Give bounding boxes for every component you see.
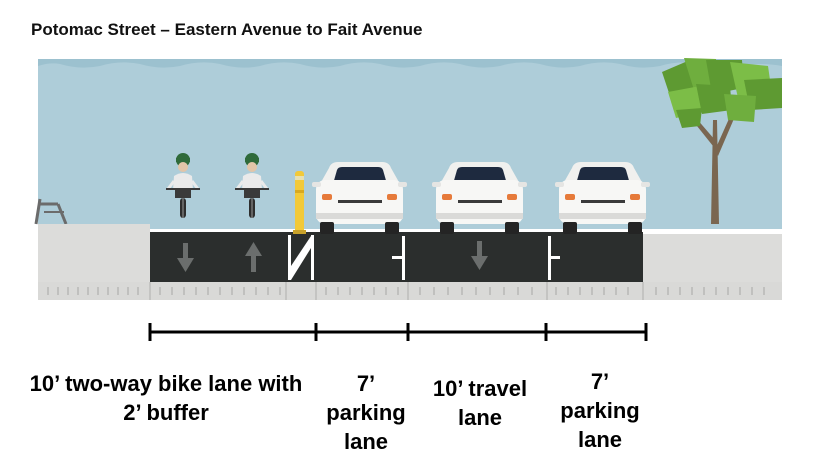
label-line: lane bbox=[343, 429, 389, 454]
label-line: 10’ two-way bike lane with bbox=[29, 371, 303, 396]
lane-label-travel: 10’ travel lane bbox=[420, 374, 540, 432]
arrow-down-icon bbox=[177, 243, 194, 272]
label-line: 7’ bbox=[356, 371, 376, 396]
car-icon bbox=[312, 162, 407, 234]
lane-label-parking-right: 7’ parking lane bbox=[552, 367, 648, 454]
page-title: Potomac Street – Eastern Avenue to Fait … bbox=[31, 20, 423, 39]
bench-icon bbox=[34, 198, 68, 225]
cyclist-icon bbox=[166, 153, 200, 218]
flex-post-icon bbox=[293, 171, 306, 234]
label-line: parking bbox=[560, 398, 640, 423]
lane-label-bike: 10’ two-way bike lane with 2’ buffer bbox=[10, 369, 322, 427]
label-line: 10’ travel bbox=[432, 376, 528, 401]
cloud-band bbox=[38, 59, 782, 68]
car-icon bbox=[432, 162, 527, 234]
ground-ticks bbox=[47, 287, 765, 295]
label-line: parking bbox=[326, 400, 406, 425]
ground-strip bbox=[38, 282, 782, 300]
label-line: 2’ buffer bbox=[123, 400, 209, 425]
buffer-hatching bbox=[287, 234, 315, 281]
arrow-up-icon bbox=[245, 242, 262, 272]
segment-dividers bbox=[149, 282, 644, 300]
label-line: lane bbox=[577, 427, 623, 452]
arrow-down-icon bbox=[471, 241, 488, 270]
parking-mark bbox=[548, 236, 560, 280]
parking-mark bbox=[392, 236, 405, 280]
car-icon bbox=[555, 162, 650, 234]
label-line: lane bbox=[457, 405, 503, 430]
label-line: 7’ bbox=[590, 369, 610, 394]
sky bbox=[38, 59, 782, 229]
dimension-line bbox=[148, 323, 648, 341]
cyclist-icon bbox=[235, 153, 269, 218]
lane-label-parking-left: 7’ parking lane bbox=[318, 369, 414, 456]
tree-icon bbox=[662, 58, 782, 224]
